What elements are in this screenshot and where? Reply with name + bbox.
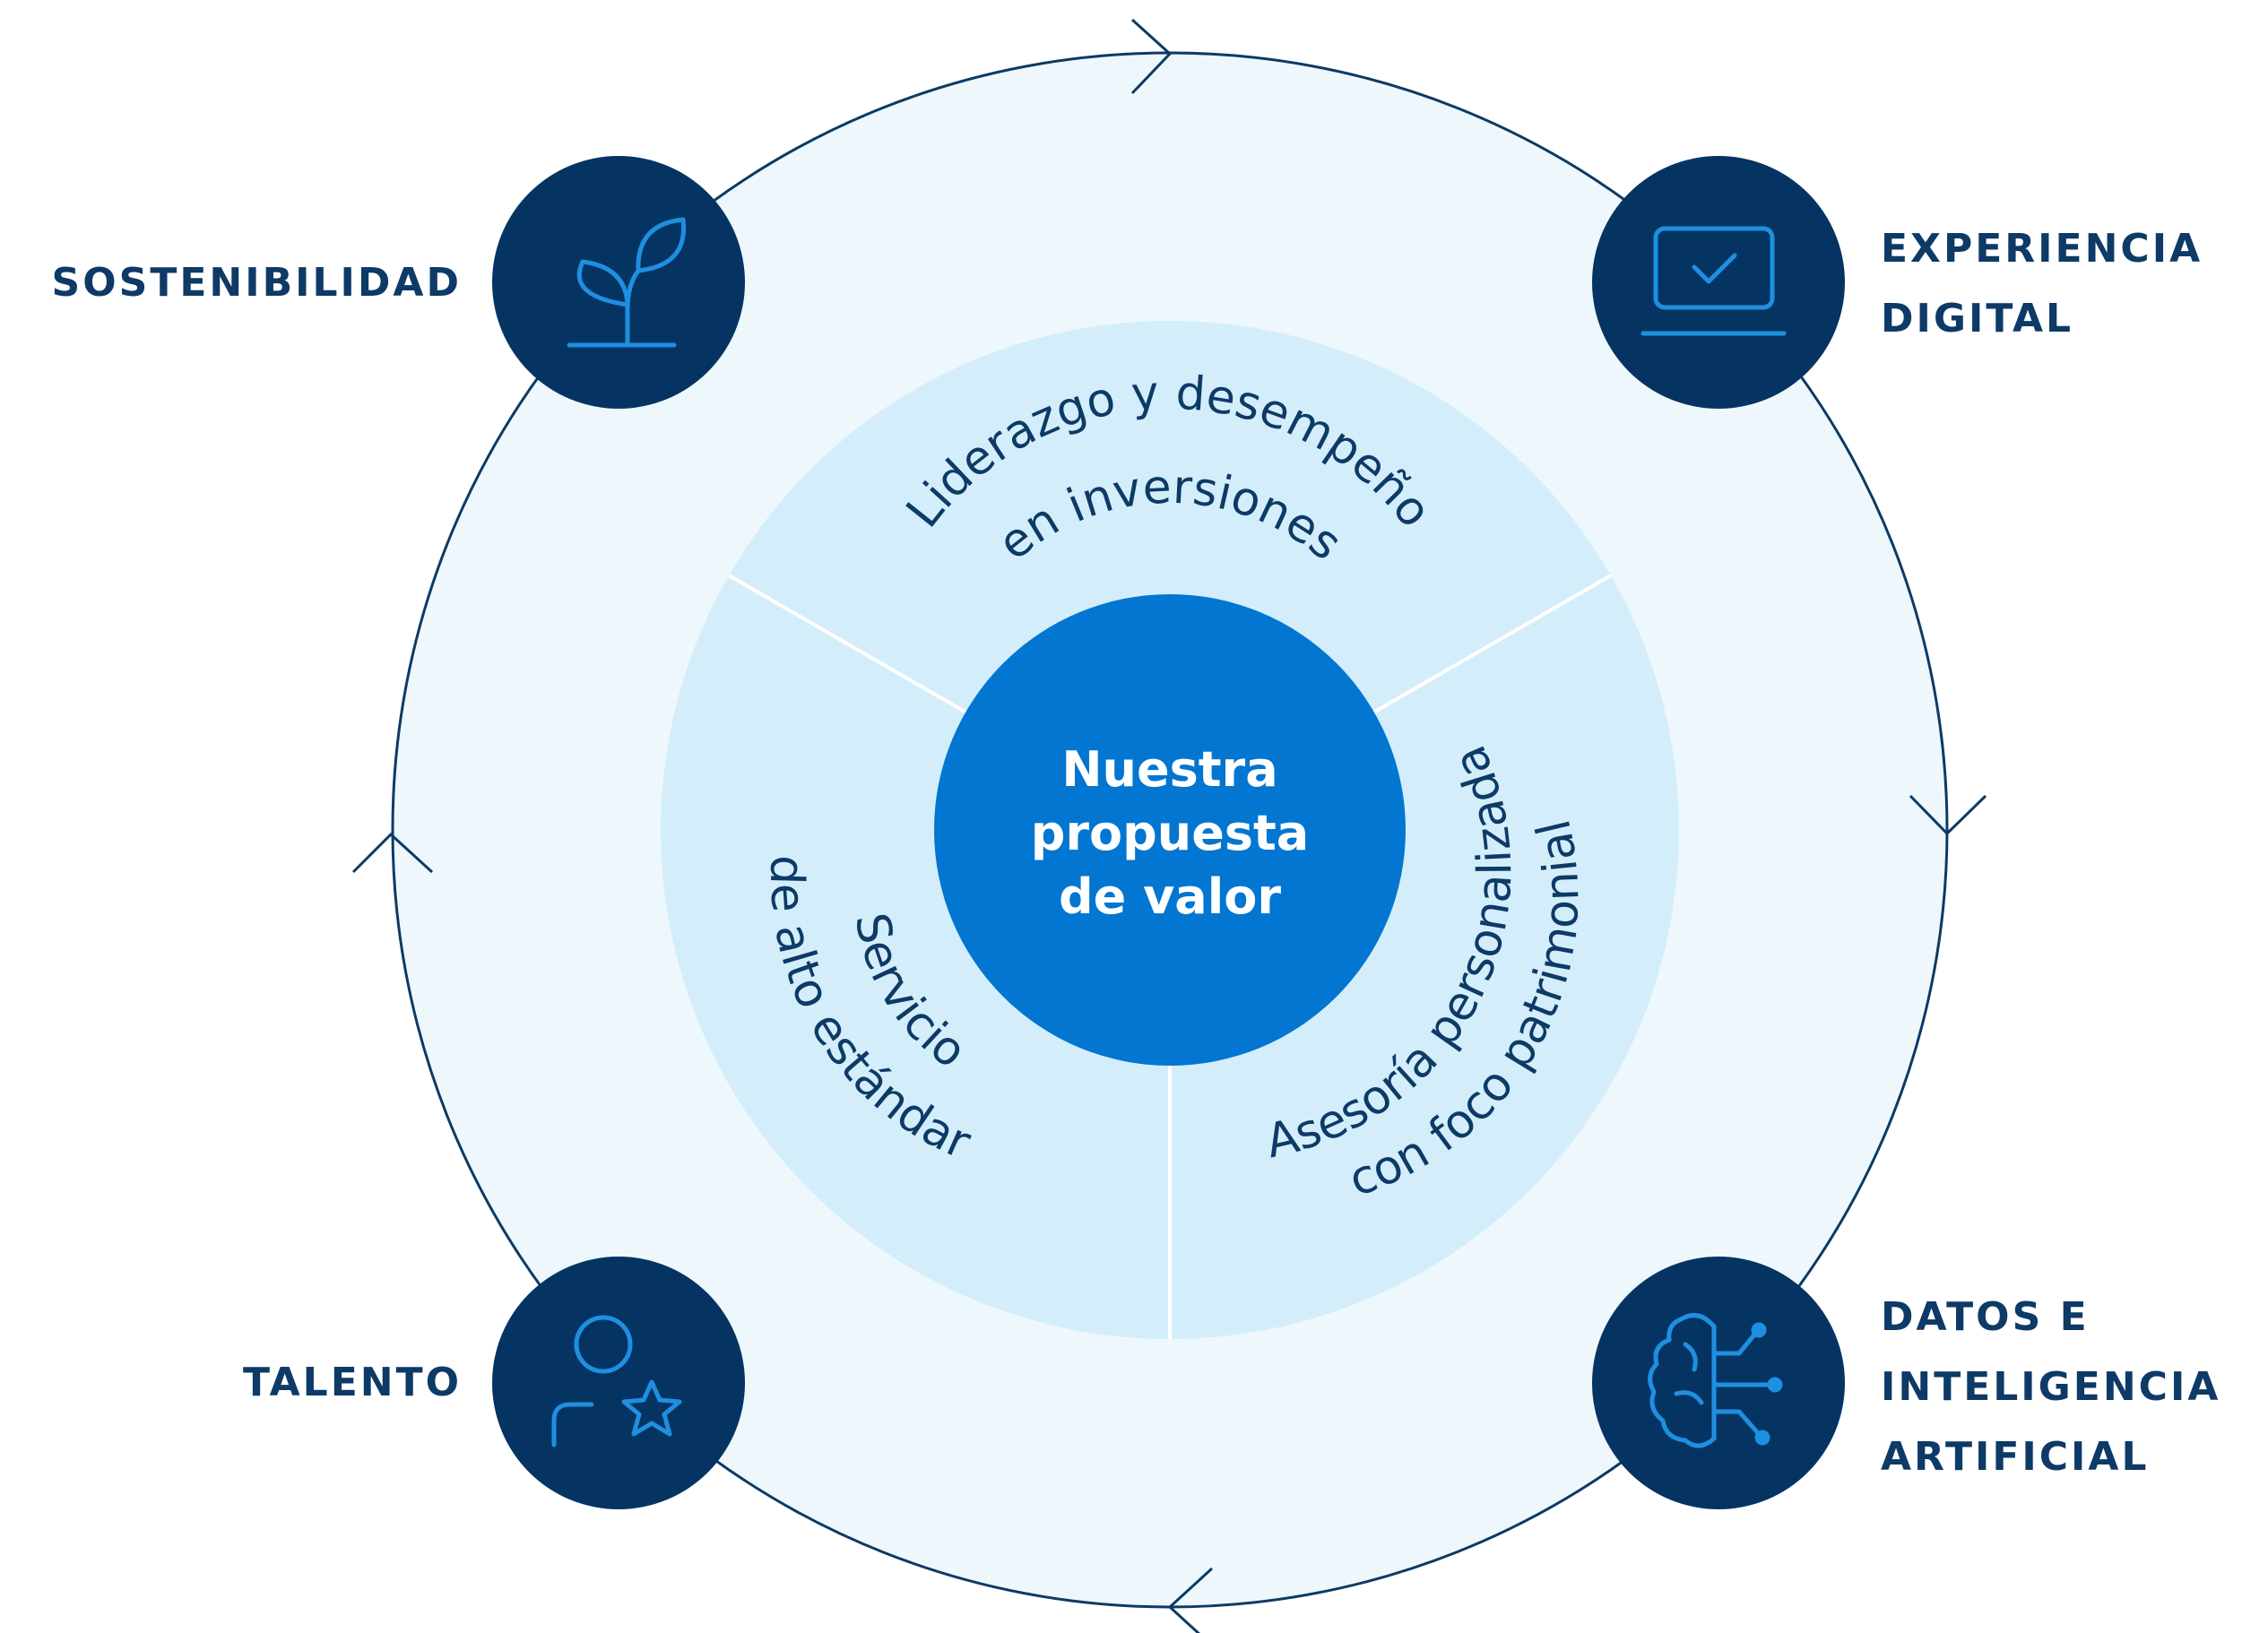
center-circle <box>934 594 1406 1066</box>
center-line-2: propuesta <box>1031 805 1310 861</box>
center-line-1: Nuestra <box>1061 741 1277 798</box>
pillar-sostenibilidad <box>492 156 745 409</box>
arrow-right-icon <box>1909 794 1987 836</box>
label-sostenibilidad-line-1: SOSTENIBILIDAD <box>51 260 462 306</box>
pillar-talento <box>492 1257 745 1509</box>
label-datos-line-3: ARTIFICIAL <box>1881 1434 2150 1480</box>
label-talento: TALENTO <box>243 1348 462 1418</box>
label-sostenibilidad: SOSTENIBILIDAD <box>52 248 462 318</box>
label-experiencia-line-1: EXPERIENCIA <box>1881 226 2203 272</box>
laptop-check-icon <box>1640 226 1787 336</box>
sprout-icon <box>567 217 687 348</box>
label-datos-line-2: INTELIGENCIA <box>1881 1364 2221 1410</box>
person-star-icon <box>551 1315 682 1447</box>
label-datos-ia: DATOS E INTELIGENCIA ARTIFICIAL <box>1881 1283 2220 1492</box>
label-talento-line-1: TALENTO <box>243 1360 462 1405</box>
arrow-left-icon <box>351 832 434 874</box>
center-line-3: de valor <box>1059 868 1281 925</box>
arrow-top-icon <box>1130 18 1173 95</box>
pillar-experiencia-digital <box>1592 156 1845 409</box>
pillar-datos-ia <box>1592 1257 1845 1509</box>
label-datos-line-1: DATOS E <box>1881 1294 2090 1340</box>
label-experiencia-digital: EXPERIENCIA DIGITAL <box>1881 214 2203 354</box>
brain-circuit-icon <box>1648 1313 1783 1448</box>
label-experiencia-line-2: DIGITAL <box>1881 296 2074 341</box>
